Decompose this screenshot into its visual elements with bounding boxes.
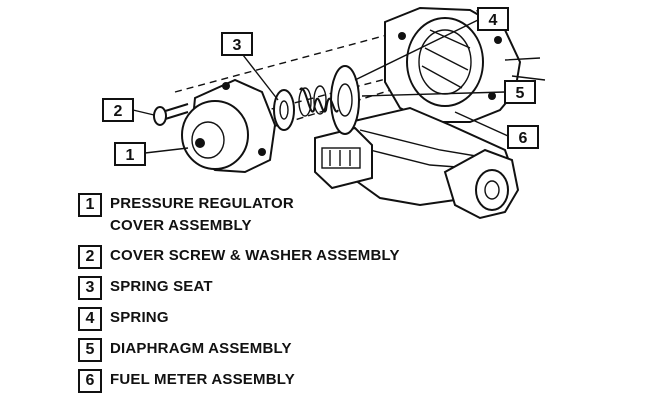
legend-number: 3 bbox=[78, 276, 102, 300]
spring-drawing bbox=[298, 85, 339, 117]
spring-seat-drawing bbox=[273, 89, 295, 131]
legend-item: 1 PRESSURE REGULATOR COVER ASSEMBLY bbox=[78, 193, 498, 245]
callout-6: 6 bbox=[507, 125, 539, 149]
legend-item: 4 SPRING bbox=[78, 307, 498, 338]
parts-legend: 1 PRESSURE REGULATOR COVER ASSEMBLY 2 CO… bbox=[78, 193, 498, 400]
svg-text:2: 2 bbox=[114, 103, 123, 120]
fuel-meter-assembly-drawing bbox=[314, 6, 546, 220]
svg-text:4: 4 bbox=[489, 12, 498, 29]
legend-label: COVER SCREW & WASHER ASSEMBLY bbox=[110, 247, 400, 264]
legend-item: 5 DIAPHRAGM ASSEMBLY bbox=[78, 338, 498, 369]
svg-text:3: 3 bbox=[233, 37, 242, 54]
legend-item: 3 SPRING SEAT bbox=[78, 276, 498, 307]
legend-number: 2 bbox=[78, 245, 102, 269]
legend-label: SPRING SEAT bbox=[110, 278, 213, 295]
svg-text:5: 5 bbox=[516, 85, 525, 102]
legend-label: FUEL METER ASSEMBLY bbox=[110, 371, 295, 388]
callout-2: 2 bbox=[102, 98, 134, 122]
leader-lines bbox=[132, 19, 509, 154]
legend-label: PRESSURE REGULATOR COVER ASSEMBLY bbox=[110, 195, 294, 234]
legend-number: 6 bbox=[78, 369, 102, 393]
diaphragm-assembly-drawing bbox=[330, 65, 360, 135]
callout-5: 5 bbox=[504, 80, 536, 104]
legend-item: 6 FUEL METER ASSEMBLY bbox=[78, 369, 498, 400]
legend-item: 2 COVER SCREW & WASHER ASSEMBLY bbox=[78, 245, 498, 276]
svg-text:1: 1 bbox=[126, 147, 135, 164]
svg-text:6: 6 bbox=[519, 130, 528, 147]
legend-label: DIAPHRAGM ASSEMBLY bbox=[110, 340, 292, 357]
legend-number: 5 bbox=[78, 338, 102, 362]
pressure-regulator-cover-drawing bbox=[181, 78, 277, 174]
callout-1: 1 bbox=[114, 142, 146, 166]
callout-3: 3 bbox=[221, 32, 253, 56]
cover-screw-drawing bbox=[153, 103, 189, 126]
legend-label: SPRING bbox=[110, 309, 169, 326]
legend-number: 1 bbox=[78, 193, 102, 217]
callout-4: 4 bbox=[477, 7, 509, 31]
legend-number: 4 bbox=[78, 307, 102, 331]
